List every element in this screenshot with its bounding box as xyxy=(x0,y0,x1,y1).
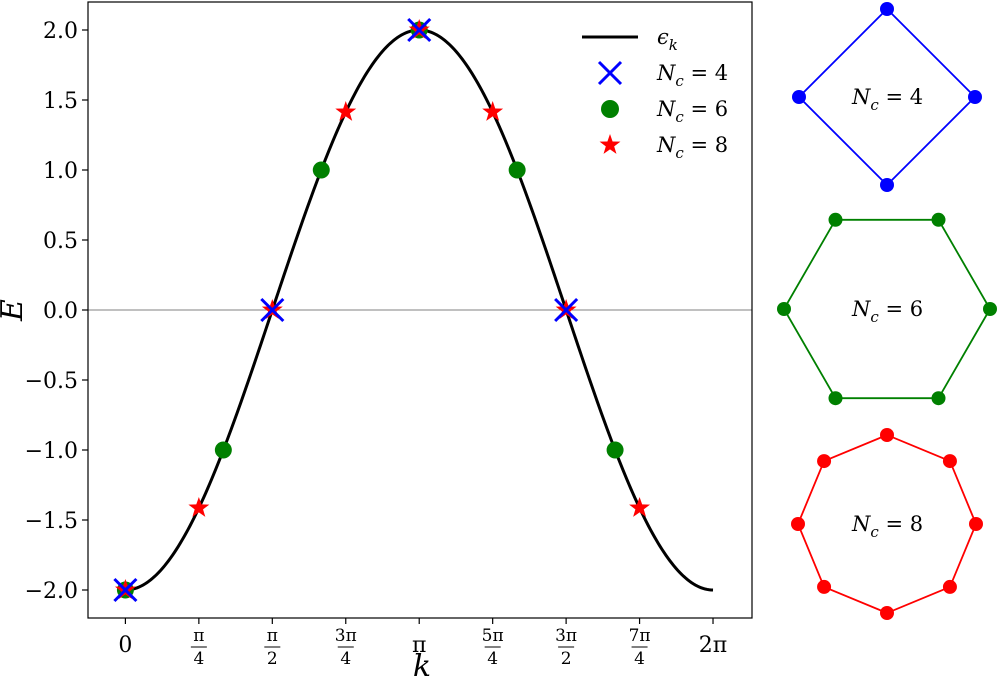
x-tick-label-numerator: π xyxy=(193,626,204,646)
ring-site xyxy=(983,302,997,316)
y-tick-label: −2.0 xyxy=(25,579,78,604)
ring-nc4: Nc = 4 xyxy=(792,2,982,192)
ring-site xyxy=(828,212,843,227)
point-nc6 xyxy=(214,441,232,459)
x-tick-label: 0 xyxy=(118,633,132,658)
x-tick-label-denominator: 4 xyxy=(487,649,498,669)
ring-diagrams: Nc = 4 Nc = 6 Nc = 8 xyxy=(777,2,997,620)
ring-site xyxy=(828,391,843,406)
cross-stroke xyxy=(260,297,285,323)
ring-site xyxy=(880,428,894,442)
point-nc8 xyxy=(482,101,504,121)
y-tick-label: 0.0 xyxy=(43,299,78,324)
legend-swatch-nc6 xyxy=(601,100,619,118)
x-axis-label: k xyxy=(413,649,431,682)
ring-site xyxy=(817,579,832,594)
ring-site xyxy=(931,212,946,227)
legend: ϵk Nc = 4 Nc = 6 Nc = 8 xyxy=(582,25,728,162)
legend-label: Nc = 8 xyxy=(656,133,728,162)
x-tick-label: 2π xyxy=(699,633,727,658)
ring-site xyxy=(792,90,806,104)
ring-site xyxy=(817,454,832,469)
ring-label: Nc = 8 xyxy=(851,512,923,541)
ring-label: Nc = 4 xyxy=(851,85,923,114)
x-tick-label-numerator: 3π xyxy=(555,626,577,646)
y-tick-label: 0.5 xyxy=(43,229,78,254)
point-nc6 xyxy=(312,161,330,179)
point-nc8 xyxy=(629,496,651,517)
ring-site xyxy=(880,606,894,620)
ring-site xyxy=(880,2,894,16)
cross-stroke xyxy=(597,60,623,86)
y-tick-label: −1.5 xyxy=(25,509,78,534)
cross-stroke xyxy=(407,17,432,43)
ring-nc6: Nc = 6 xyxy=(777,212,997,406)
x-tick-label-denominator: 4 xyxy=(193,649,204,669)
y-tick-label: 1.0 xyxy=(43,159,78,184)
ring-site xyxy=(931,391,946,406)
y-tick-label: 1.5 xyxy=(43,89,78,114)
point-nc6 xyxy=(508,161,526,179)
ring-label: Nc = 6 xyxy=(851,297,923,326)
ring-site xyxy=(942,579,957,594)
legend-label: Nc = 6 xyxy=(656,97,728,126)
y-tick-label: 2.0 xyxy=(43,19,78,44)
y-tick-label: −0.5 xyxy=(25,369,78,394)
x-tick-label-denominator: 2 xyxy=(561,649,572,669)
legend-label: ϵk xyxy=(657,25,678,54)
ring-site xyxy=(942,454,957,469)
x-tick-label-numerator: 7π xyxy=(629,626,651,646)
ring-site xyxy=(777,302,791,316)
x-tick-label: π xyxy=(412,633,426,658)
point-nc6 xyxy=(606,441,624,459)
ring-site xyxy=(791,517,805,531)
ring-site xyxy=(968,90,982,104)
cross-stroke xyxy=(554,297,579,323)
x-tick-label-denominator: 2 xyxy=(267,649,278,669)
point-nc8 xyxy=(188,496,210,517)
cross-stroke xyxy=(113,577,138,603)
x-tick-label-numerator: 5π xyxy=(482,626,504,646)
x-tick-label-numerator: π xyxy=(267,626,278,646)
x-tick-label-denominator: 4 xyxy=(634,649,645,669)
ring-nc8: Nc = 8 xyxy=(791,428,983,620)
x-tick-label-denominator: 4 xyxy=(340,649,351,669)
y-tick-label: −1.0 xyxy=(25,439,78,464)
plot-area: 2.0 1.5 1.0 0.5 0.0 −0.5 −1.0 −1.5 −2.0 0 π 4 π 2 3π 4 π… xyxy=(0,1,753,684)
ring-site xyxy=(969,517,983,531)
point-nc4 xyxy=(113,577,138,603)
point-nc4 xyxy=(260,297,285,323)
x-tick-label-numerator: 3π xyxy=(335,626,357,646)
point-nc4 xyxy=(554,297,579,323)
legend-swatch-nc8 xyxy=(599,134,621,154)
legend-label: Nc = 4 xyxy=(656,61,728,90)
y-axis-label: E xyxy=(0,299,30,322)
legend-swatch-nc4 xyxy=(597,60,623,86)
point-nc8 xyxy=(335,101,357,121)
ring-site xyxy=(880,178,894,192)
point-nc4 xyxy=(407,17,432,43)
